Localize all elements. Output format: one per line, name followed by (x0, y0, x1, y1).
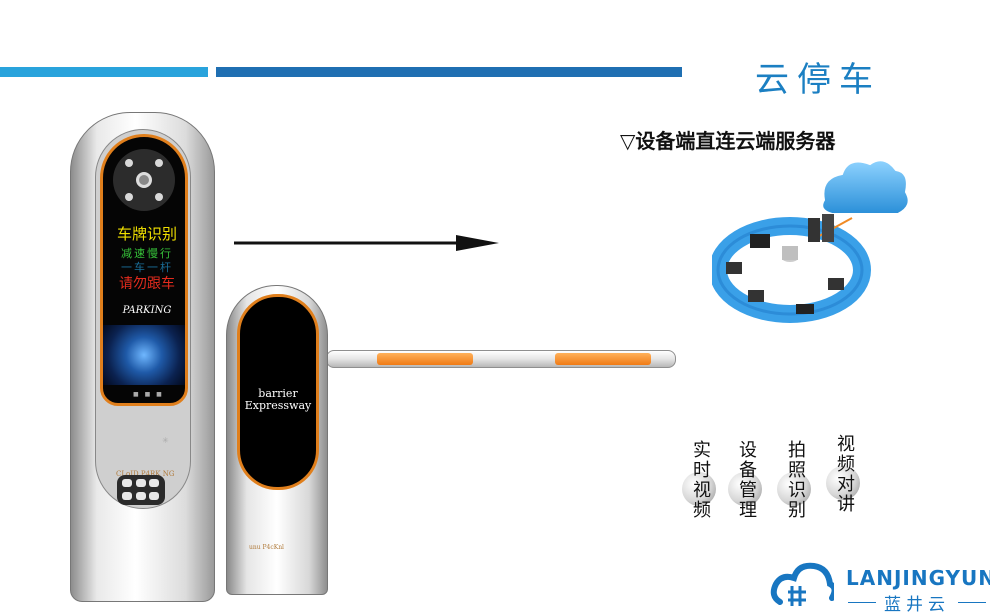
kiosk-front-panel: 车牌识别 减速慢行 一车一杆 请勿跟车 PARKING ■ ■ ■ ✳ CLoJ… (95, 129, 191, 509)
led-line-3: 一车一杆 (121, 261, 173, 274)
arrow-right-icon (234, 235, 499, 251)
keypad-icon (117, 475, 165, 505)
header-bar-right (216, 67, 682, 77)
feature-label: 设备管理 (736, 440, 757, 520)
logo-chinese-row: 蓝井云 (848, 590, 986, 614)
kiosk-brand: CLoJD P4RK NG (116, 470, 175, 478)
barrier-boom-arm (326, 350, 676, 368)
led-line-4: 请勿跟车 (119, 276, 175, 292)
page-title: 云停车 (755, 60, 881, 100)
logo-chinese: 蓝井云 (884, 595, 950, 614)
logo-divider (848, 602, 876, 603)
feature-realtime-video: 实时视频 (682, 440, 716, 520)
feature-disc (682, 472, 716, 506)
feature-disc (826, 466, 860, 500)
header-bar-left (0, 67, 208, 77)
led-line-1: 车牌识别 (116, 225, 177, 243)
gate-brand: unu P4cKnl (249, 544, 284, 551)
feature-label: 拍照识别 (785, 440, 806, 520)
gate-screen-line-1: barrier (258, 387, 298, 400)
kiosk-indicator-dots: ■ ■ ■ (133, 391, 164, 398)
feature-video-intercom: 视频对讲 (826, 434, 860, 514)
feature-label: 视频对讲 (834, 434, 855, 514)
feature-label: 实时视频 (690, 440, 711, 520)
gate-screen: barrier Expressway (237, 294, 319, 490)
led-line-2: 减速慢行 (121, 247, 173, 260)
feature-device-management: 设备管理 (728, 440, 762, 520)
logo-divider (958, 602, 986, 603)
barrier-gate: barrier Expressway unu P4cKnl (226, 285, 328, 595)
gate-screen-line-2: Expressway (244, 399, 312, 412)
kiosk-screen-label: PARKING (122, 305, 172, 316)
cloud-network-icon (712, 160, 908, 323)
sensor-icon: ✳ (162, 436, 169, 445)
logo-icon (770, 562, 834, 606)
logo-english: LANJINGYUN (846, 566, 990, 590)
feature-disc (728, 472, 762, 506)
feature-photo-recognition: 拍照识别 (777, 440, 811, 520)
parking-kiosk: 车牌识别 减速慢行 一车一杆 请勿跟车 PARKING ■ ■ ■ ✳ CLoJ… (70, 112, 215, 602)
kiosk-screen: 车牌识别 减速慢行 一车一杆 请勿跟车 PARKING ■ ■ ■ (100, 134, 188, 406)
feature-disc (777, 472, 811, 506)
kiosk-video-display (103, 325, 185, 385)
camera-icon (113, 149, 175, 211)
subtitle: ▽设备端直连云端服务器 (620, 129, 836, 153)
